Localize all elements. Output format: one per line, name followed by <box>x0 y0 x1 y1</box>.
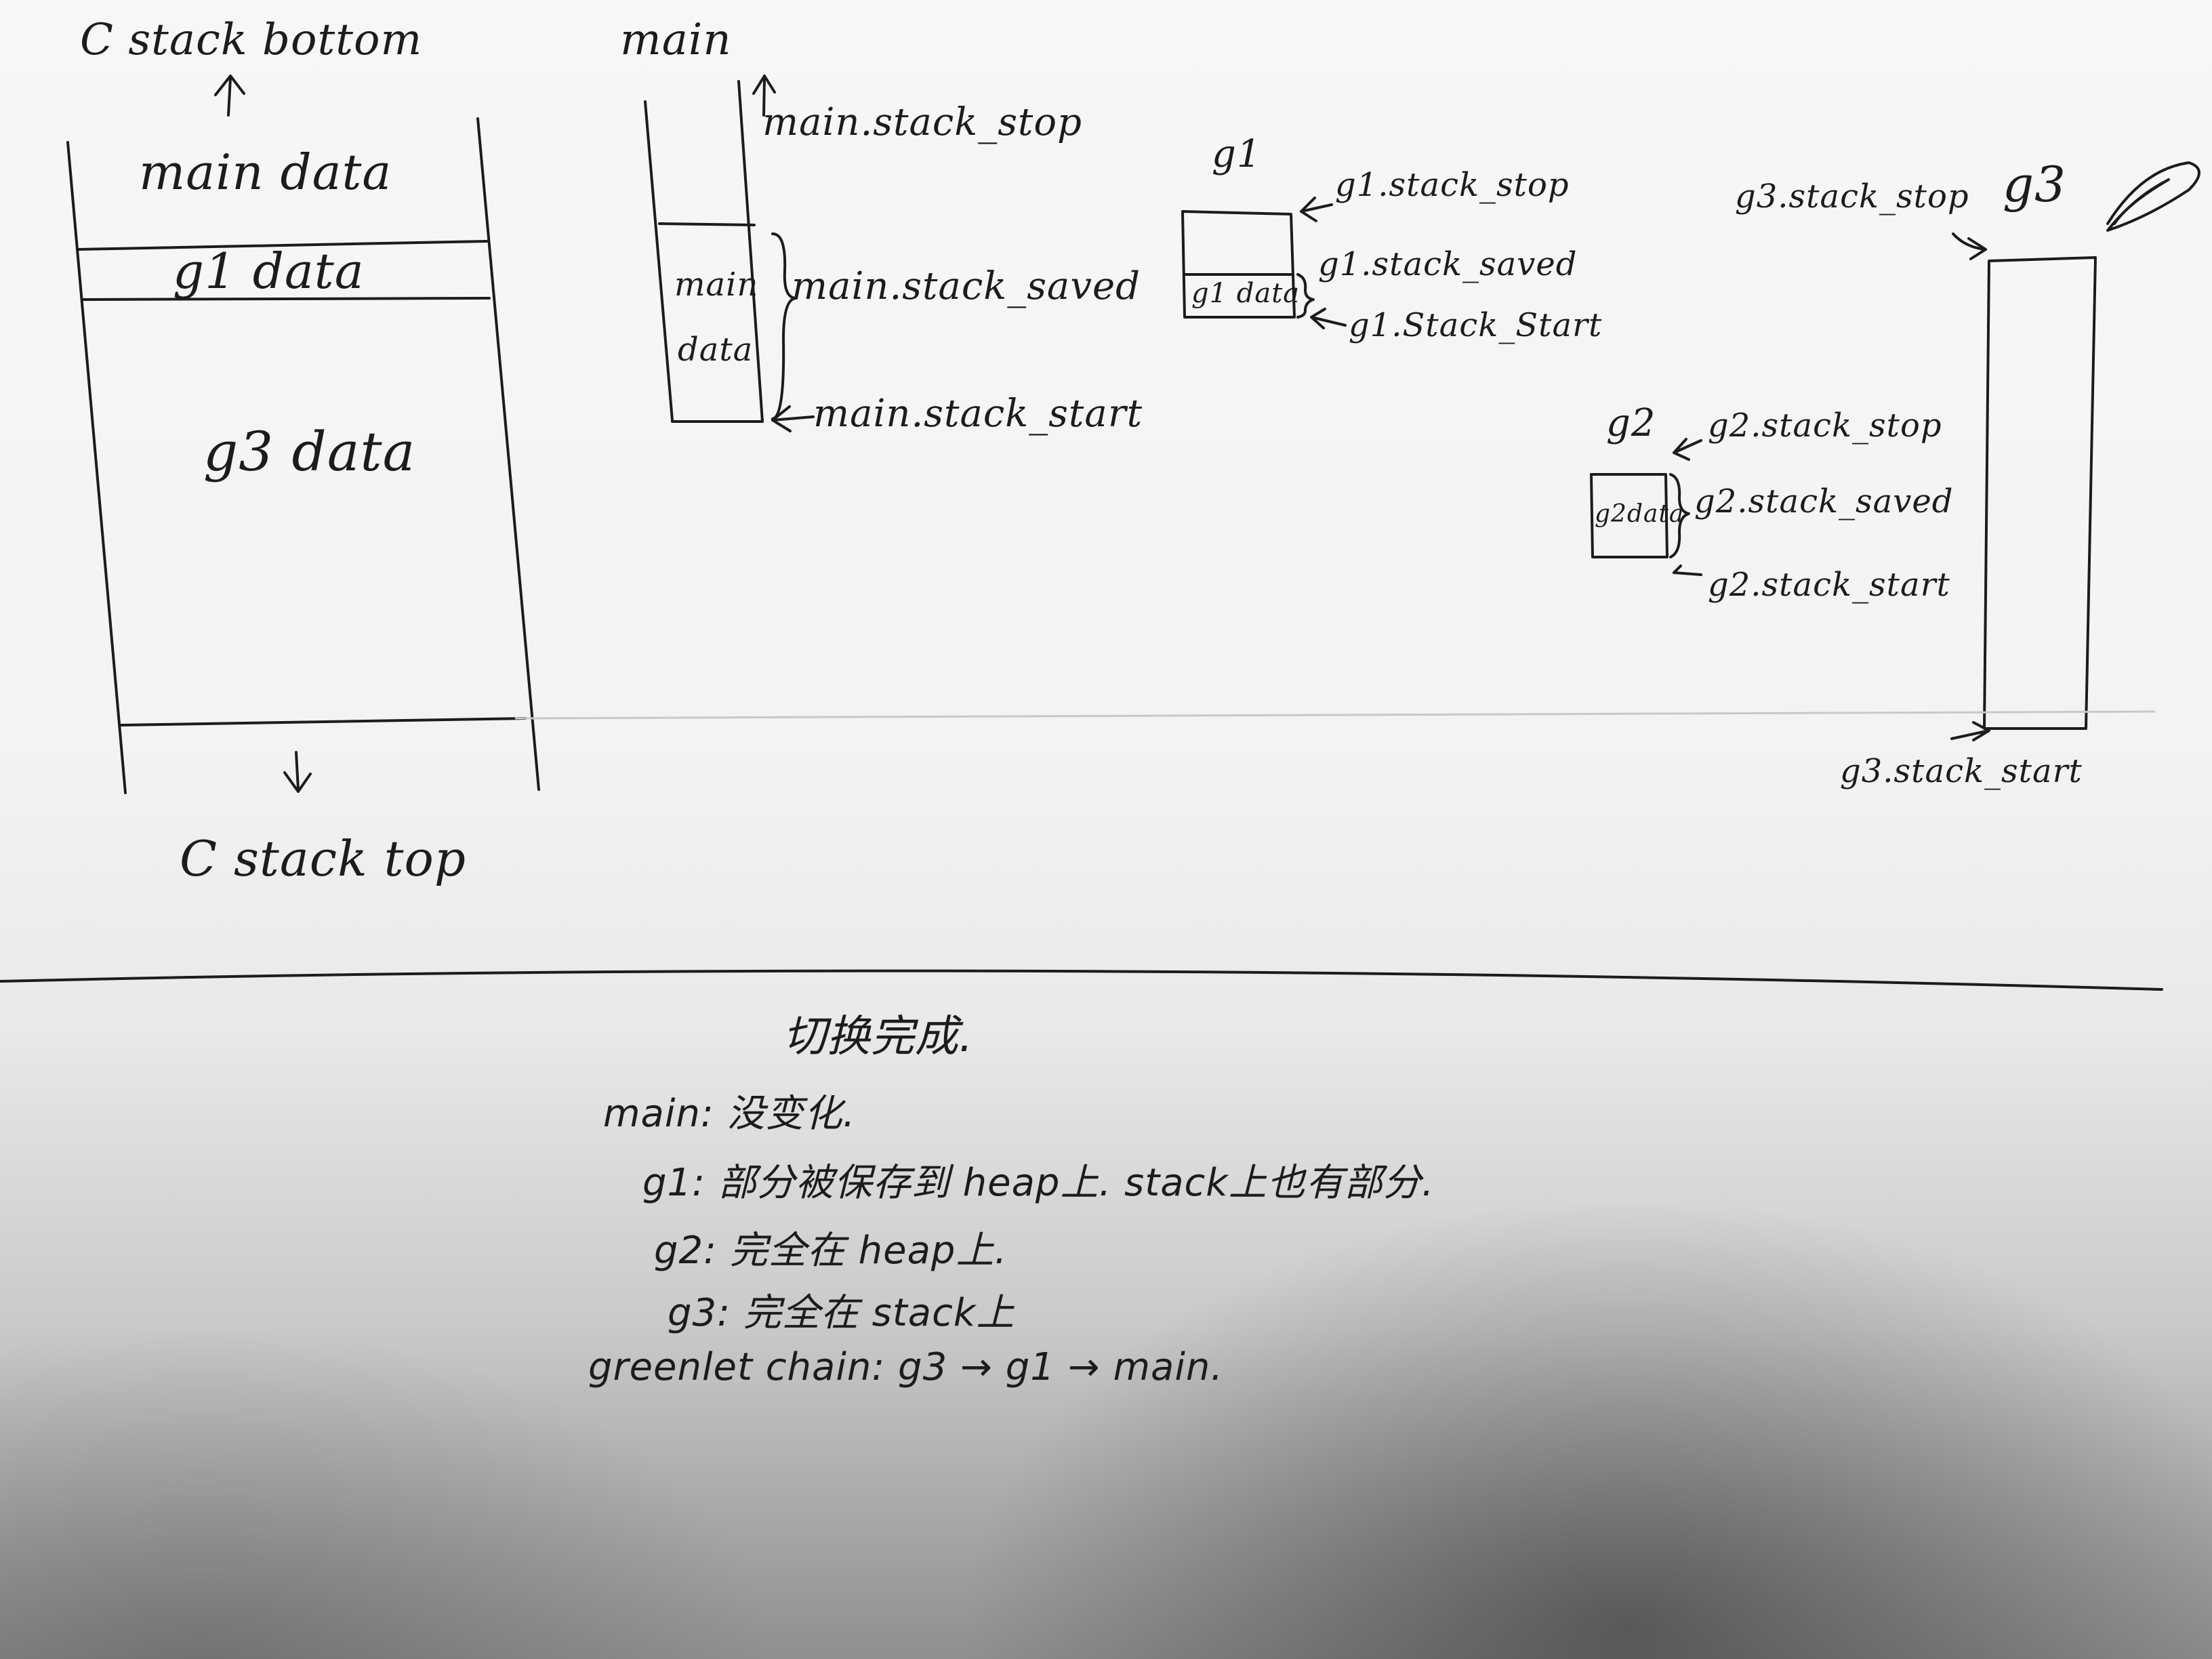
c-stack-bottom-label: C stack bottom <box>80 15 423 65</box>
notes-line-chain: greenlet chain: g3 → g1 → main. <box>588 1345 1224 1389</box>
c-stack-g3-data: g3 data <box>203 420 416 483</box>
main-box-label-1: main <box>674 266 759 304</box>
notes-line-g1: g1: 部分被保存到 heap上. stack上也有部分. <box>642 1161 1435 1205</box>
main-saved-brace <box>771 232 798 420</box>
g2-start-arrow <box>1673 565 1702 576</box>
g3-title: g3 <box>2003 156 2066 213</box>
g2-stack-saved-label: g2.stack_saved <box>1694 483 1954 520</box>
main-box-label-2: data <box>678 331 754 369</box>
g1-title: g1 <box>1212 132 1262 176</box>
notes-line-g2: g2: 完全在 heap上. <box>654 1229 1008 1273</box>
g1-start-arrow <box>1310 308 1347 329</box>
c-stack-divider-3 <box>119 717 527 726</box>
g1-stop-arrow <box>1300 197 1333 222</box>
c-stack-left-wall <box>66 141 127 794</box>
g1-stack-start-label: g1.Stack_Start <box>1349 306 1603 344</box>
pen-scribble <box>2106 161 2200 232</box>
c-stack-top-label: C stack top <box>180 830 466 887</box>
g3-box <box>1983 256 2097 730</box>
c-stack-down-arrow <box>283 751 312 793</box>
section-separator <box>0 969 2163 991</box>
g3-stack-stop-label: g3.stack_stop <box>1735 178 1969 216</box>
notes-line-g3: g3: 完全在 stack上 <box>668 1291 1015 1335</box>
g2-box-label: g2data <box>1595 500 1685 528</box>
c-stack-right-wall <box>476 117 540 791</box>
main-stack-stop-label: main.stack_stop <box>762 100 1082 144</box>
c-stack-g1-data: g1 data <box>173 243 365 300</box>
notes-line-main: main: 没变化. <box>603 1092 856 1136</box>
c-stack-up-arrow <box>214 75 245 117</box>
g1-saved-brace <box>1296 273 1315 319</box>
main-outer-right <box>737 80 764 423</box>
g3-stop-arrow <box>1952 232 1987 260</box>
main-box-top <box>658 222 756 226</box>
g2-stack-stop-label: g2.stack_stop <box>1708 407 1942 445</box>
g1-stack-stop-label: g1.stack_stop <box>1335 166 1570 204</box>
main-stack-start-label: main.stack_start <box>813 392 1143 436</box>
g2-stop-arrow <box>1673 438 1702 461</box>
notes-heading: 切换完成. <box>783 1012 974 1062</box>
c-stack-main-data: main data <box>139 144 392 201</box>
g2-stack-start-label: g2.stack_start <box>1708 566 1950 604</box>
g1-box-label: g1 data <box>1191 278 1300 309</box>
main-stack-saved-label: main.stack_saved <box>792 264 1141 308</box>
main-title: main <box>620 15 732 65</box>
g3-stack-start-label: g3.stack_start <box>1840 752 2083 790</box>
main-outer-left <box>644 100 674 422</box>
g2-title: g2 <box>1606 401 1656 445</box>
g1-stack-saved-label: g1.stack_saved <box>1318 245 1578 283</box>
page-fold <box>514 710 2156 720</box>
